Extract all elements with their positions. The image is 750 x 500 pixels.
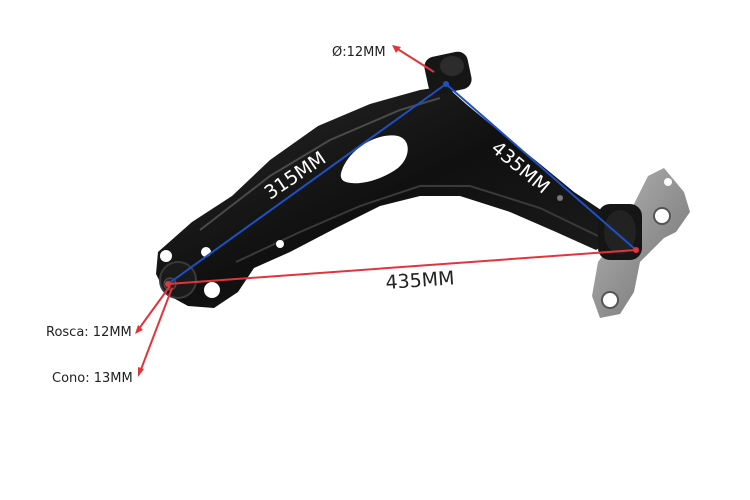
length-435-red-label: 435MM [385,267,455,294]
diameter-label: Ø:12MM [332,45,386,60]
cono-label: Cono: 13MM [52,371,133,386]
rosca-label: Rosca: 12MM [46,325,132,340]
control-arm-body [156,86,612,308]
bushing-icon [424,51,472,95]
measurement-lines [135,45,639,377]
pointer-cono [139,287,173,373]
line-435-blue [445,83,637,251]
pointer-rosca [137,285,171,331]
pointer-diameter [395,47,435,73]
line-435-red [167,249,637,285]
line-315 [167,83,447,285]
